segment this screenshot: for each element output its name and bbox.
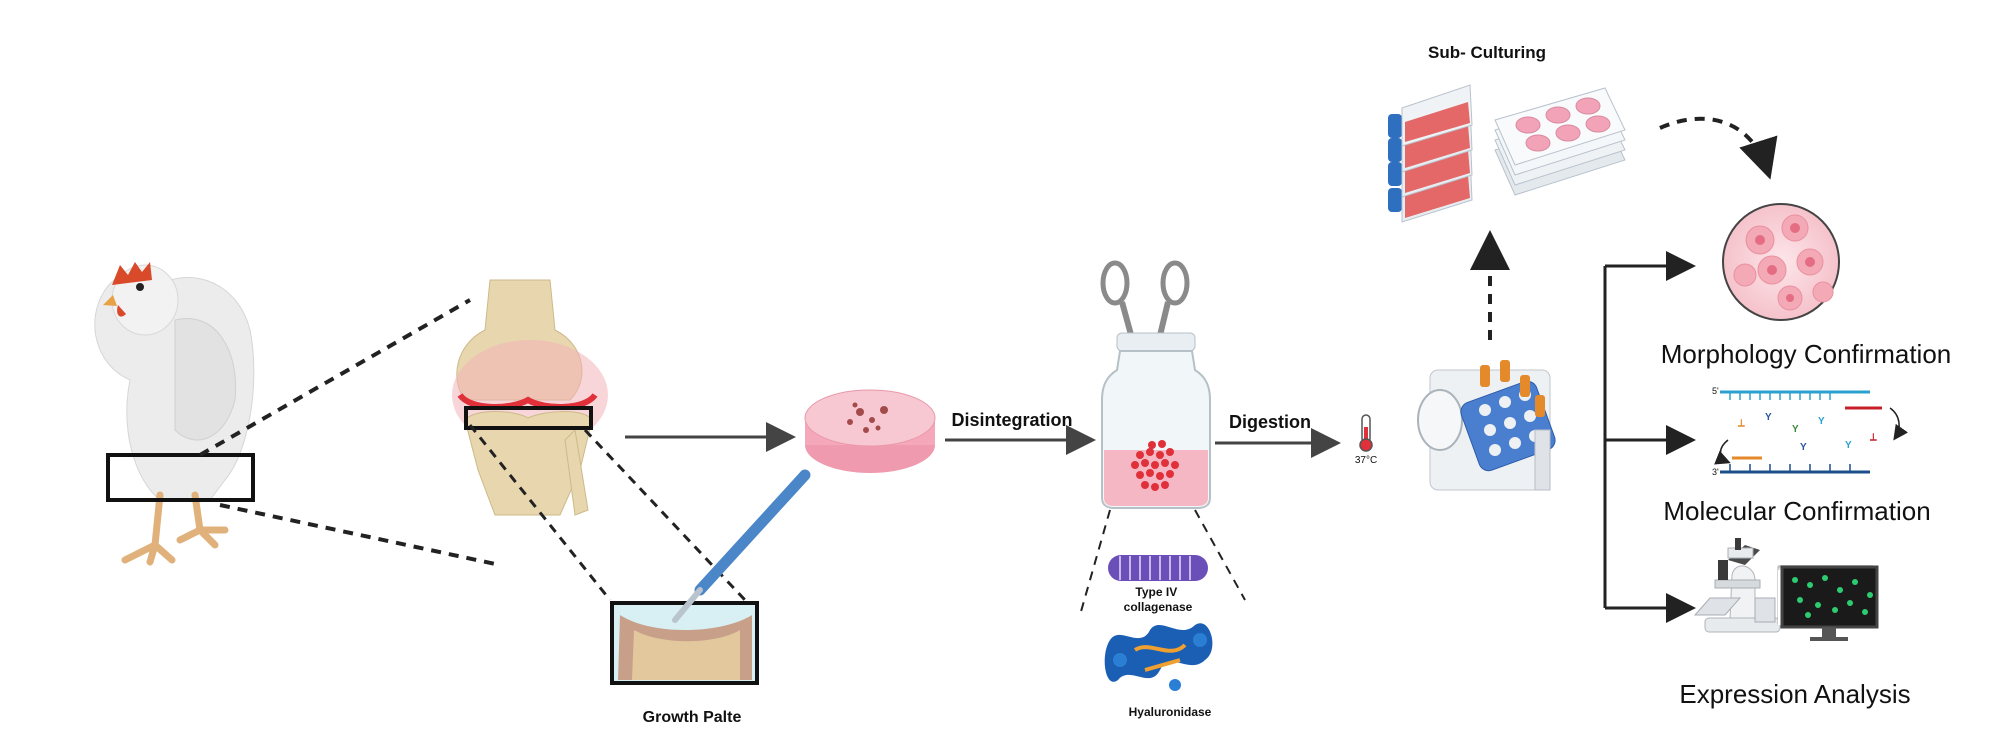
cell-circle-icon xyxy=(1722,203,1840,321)
svg-text:5': 5' xyxy=(1712,386,1719,396)
rotator-icon xyxy=(1417,360,1556,491)
svg-text:Y: Y xyxy=(1800,442,1807,453)
petri-dish-icon xyxy=(804,389,936,473)
monitor-device-icon xyxy=(1777,566,1876,625)
disintegration-label: Disintegration xyxy=(951,410,1072,430)
thermometer-icon xyxy=(1359,414,1373,452)
chicken-icon xyxy=(94,262,255,566)
hyaluronidase-label: Hyaluronidase xyxy=(1129,705,1212,719)
svg-text:3': 3' xyxy=(1712,467,1719,477)
growth-plate-label: Growth Palte xyxy=(643,709,742,726)
protein-structure-icon xyxy=(1104,623,1213,691)
svg-text:⟂: ⟂ xyxy=(1869,432,1877,443)
digestion-label: Digestion xyxy=(1229,412,1311,432)
temperature-label: 37°C xyxy=(1355,455,1377,466)
collagenase-label-line2: collagenase xyxy=(1124,600,1193,614)
culture-flask-icon xyxy=(1388,84,1473,223)
dna-strand-icon: 5' 3' ⟂ Y Y Y Y Y ⟂ xyxy=(1712,386,1909,477)
microscope-icon xyxy=(1693,538,1781,633)
morphology-label: Morphology Confirmation xyxy=(1661,339,1951,369)
vial-icon xyxy=(1101,332,1211,509)
collagenase-label-line1: Type IV xyxy=(1135,585,1177,599)
sub-culturing-label: Sub- Culturing xyxy=(1428,43,1546,62)
expression-label: Expression Analysis xyxy=(1679,679,1910,709)
growth-plate-icon xyxy=(610,601,759,685)
svg-text:Y: Y xyxy=(1845,440,1852,451)
collagenase-icon xyxy=(1108,555,1208,581)
svg-text:Y: Y xyxy=(1792,424,1799,435)
well-plate-icon xyxy=(1494,87,1626,196)
svg-text:Y: Y xyxy=(1818,416,1825,427)
knee-joint-icon xyxy=(452,279,608,516)
molecular-label: Molecular Confirmation xyxy=(1663,496,1930,526)
scalpel-icon xyxy=(672,469,811,623)
svg-text:⟂: ⟂ xyxy=(1737,418,1745,429)
svg-text:Y: Y xyxy=(1765,412,1772,423)
collagenase-label: Type IV collagenase xyxy=(1124,585,1193,614)
